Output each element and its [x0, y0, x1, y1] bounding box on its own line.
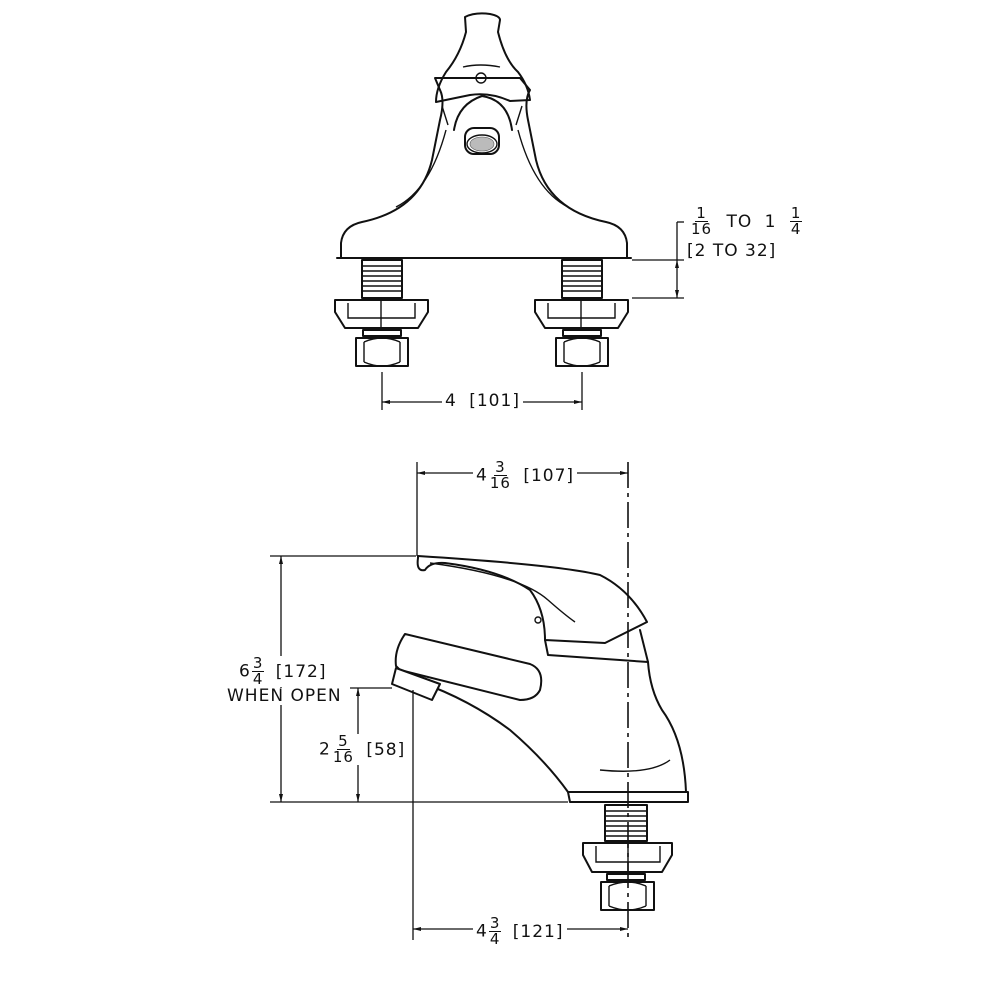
front-view-faucet: [336, 12, 632, 259]
metric-value: [107]: [523, 465, 575, 486]
fraction-numerator: 3: [251, 654, 265, 672]
shank-spacing-label: 4 [101]: [442, 393, 523, 410]
shank-spacing-imperial: 4: [445, 391, 457, 411]
side-view-faucet: [391, 555, 689, 911]
shank-spacing-metric: [101]: [469, 391, 520, 411]
metric-value: [121]: [512, 921, 564, 942]
deck-thickness-metric: [2 TO 32]: [687, 241, 777, 261]
whole-number: 2: [319, 739, 331, 760]
fraction-numerator: 1: [789, 204, 803, 222]
fraction-numerator: 3: [488, 914, 502, 932]
metric-value: [172]: [275, 661, 327, 682]
fraction-numerator: 1: [695, 204, 708, 222]
whole-number: 4: [476, 465, 488, 486]
overall-height-note: WHEN OPEN: [224, 688, 345, 705]
fraction-numerator: 5: [337, 732, 350, 750]
metric-value: [58]: [366, 739, 406, 760]
fraction-denominator: 4: [489, 930, 501, 948]
deck-thickness-dimension: [632, 221, 684, 299]
fraction-denominator: 16: [489, 474, 511, 492]
fraction-denominator: 4: [252, 670, 264, 688]
fraction-denominator: 4: [790, 220, 802, 238]
deck-max-whole: 1: [764, 211, 777, 232]
front-left-shank: [334, 259, 429, 367]
front-right-shank: [534, 259, 629, 367]
fraction-denominator: 16: [691, 220, 713, 238]
spout-reach-dimension: [412, 690, 628, 940]
whole-number: 4: [476, 921, 488, 942]
fraction-numerator: 3: [494, 458, 507, 476]
fraction-denominator: 16: [332, 748, 354, 766]
whole-number: 6: [239, 661, 251, 682]
deck-to-word: TO: [726, 211, 753, 232]
